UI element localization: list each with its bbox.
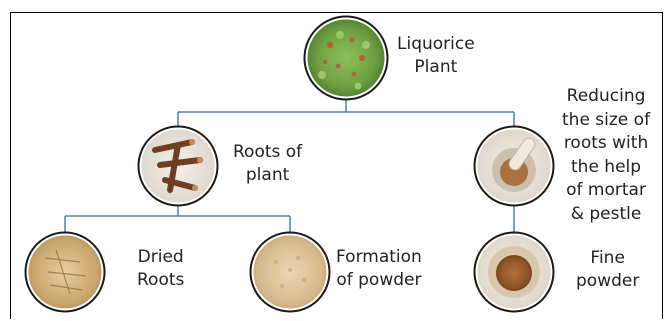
label-line: the size of	[562, 109, 650, 133]
label-line: roots with	[562, 132, 650, 156]
label-line: Formation	[336, 246, 422, 269]
label-line: Liquorice	[397, 33, 475, 56]
formation-powder-image	[251, 233, 330, 312]
label-line: Plant	[397, 56, 475, 79]
label-line: powder	[576, 270, 639, 293]
label-line: Reducing	[562, 85, 650, 109]
label-line: of mortar	[562, 179, 650, 203]
mortar-pestle-image	[475, 127, 554, 206]
label-reducing-size: Reducing the size of roots with the help…	[562, 85, 650, 226]
label-line: the help	[562, 156, 650, 180]
liquorice-plant-image	[305, 17, 388, 100]
label-line: Roots of	[233, 141, 302, 164]
label-line: of powder	[336, 269, 422, 292]
label-line: Roots	[137, 269, 184, 292]
label-roots-of-plant: Roots of plant	[233, 141, 302, 187]
dried-roots-image	[26, 233, 105, 312]
label-line: Dried	[137, 246, 184, 269]
label-fine-powder: Fine powder	[576, 247, 639, 293]
label-dried-roots: Dried Roots	[137, 246, 184, 292]
label-formation-of-powder: Formation of powder	[336, 246, 422, 292]
label-line: & pestle	[562, 203, 650, 227]
fine-powder-image	[475, 233, 554, 312]
label-liquorice-plant: Liquorice Plant	[397, 33, 475, 79]
label-line: Fine	[576, 247, 639, 270]
label-line: plant	[233, 164, 302, 187]
roots-of-plant-image	[139, 127, 218, 206]
